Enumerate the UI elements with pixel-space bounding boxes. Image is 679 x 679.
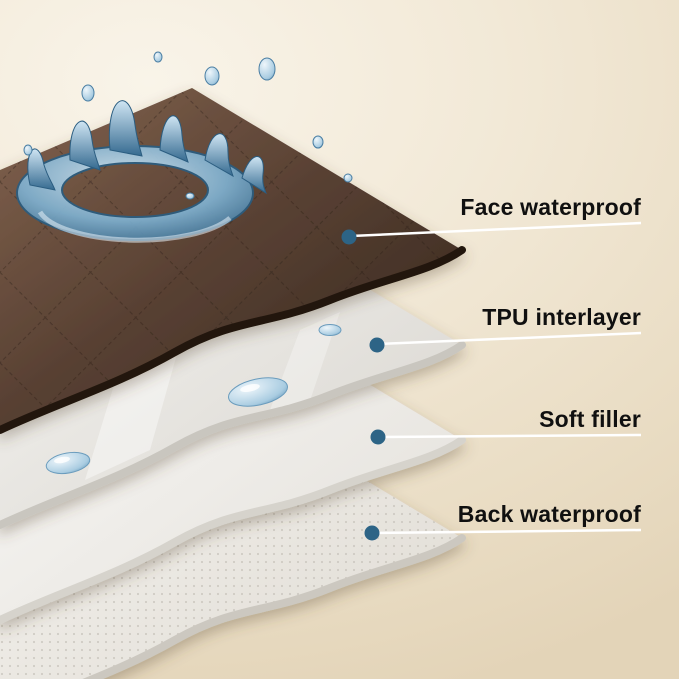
- label-tpu-interlayer: TPU interlayer: [482, 304, 641, 330]
- callout-line-tpu: [378, 331, 642, 346]
- water-beads: [45, 324, 342, 475]
- label-back-waterproof: Back waterproof: [457, 501, 641, 527]
- label-soft-filler: Soft filler: [539, 406, 641, 432]
- callout-dot-face: [341, 229, 357, 245]
- callout-line-face: [350, 221, 642, 238]
- label-face-waterproof: Face waterproof: [460, 194, 641, 220]
- flying-droplets: [23, 51, 353, 200]
- callout-dot-filler: [370, 429, 386, 445]
- callout-line-back: [373, 528, 642, 535]
- callout-line-filler: [379, 433, 642, 439]
- water-splash: [15, 51, 353, 243]
- callouts: [341, 221, 642, 541]
- callout-dot-back: [364, 525, 380, 541]
- callout-dot-tpu: [369, 337, 385, 353]
